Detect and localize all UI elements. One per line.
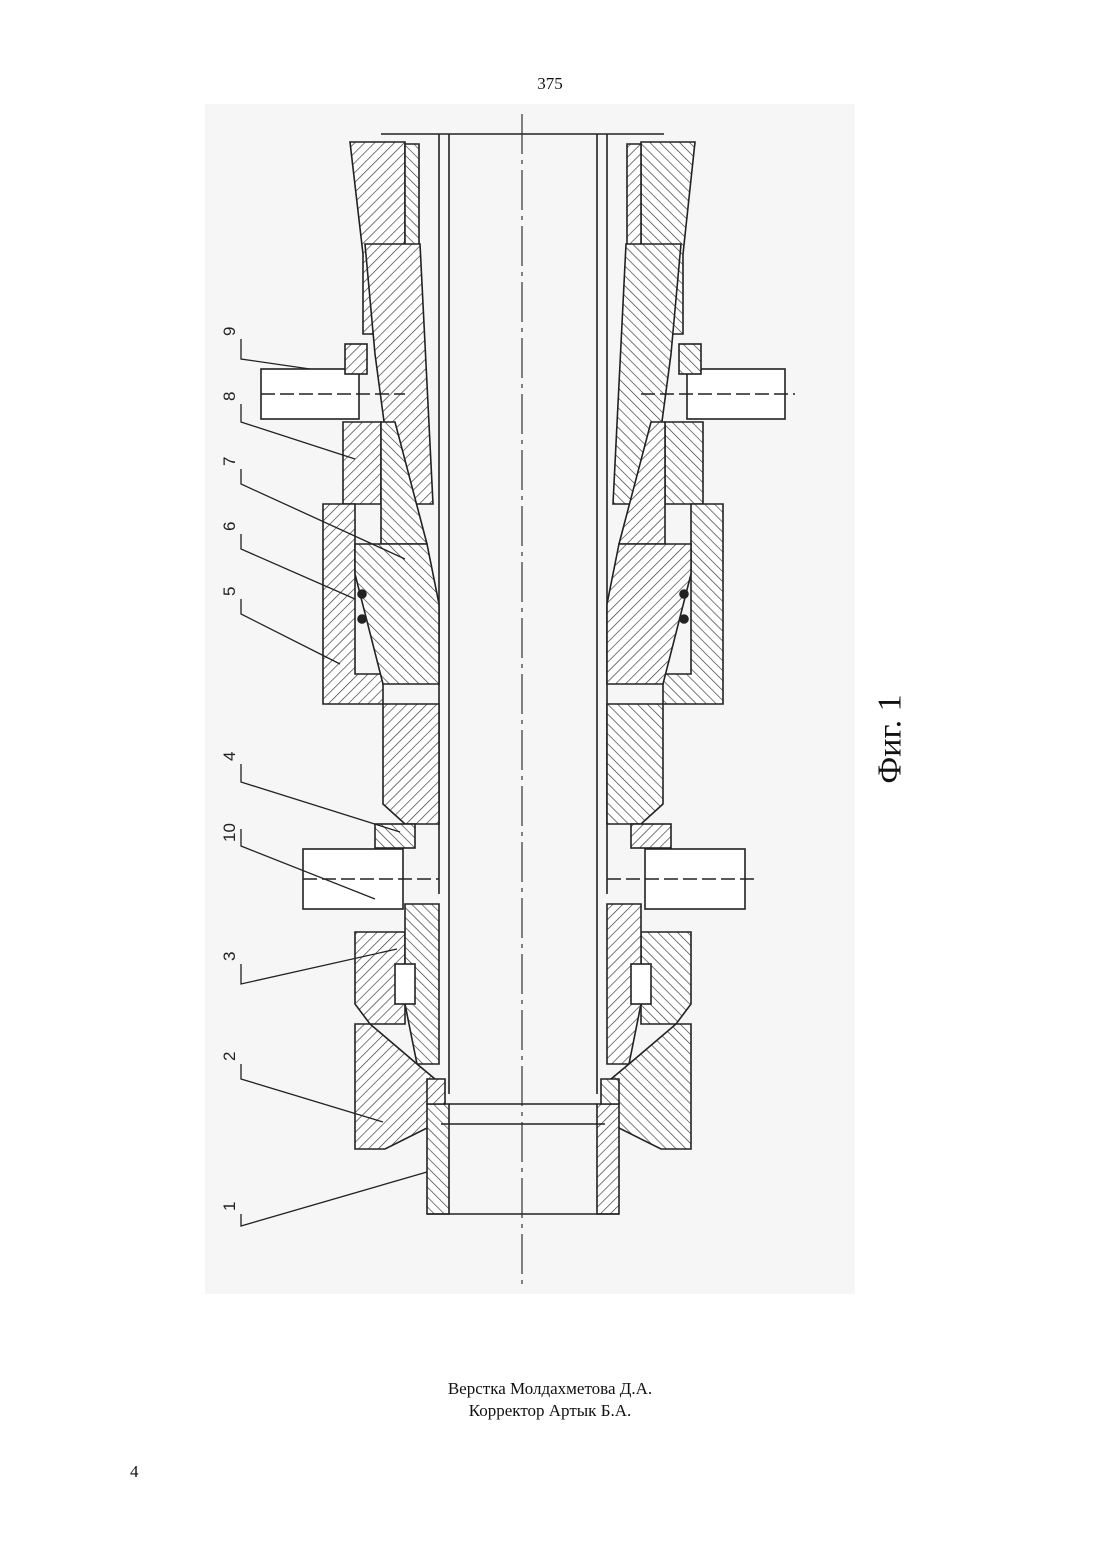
corrector-credit: Корректор Артык Б.А.	[0, 1400, 1100, 1422]
part-label: 6	[220, 522, 239, 531]
technical-drawing: 9 8 7 6 5 4 10 3 2 1	[205, 104, 855, 1294]
header-page-number: 375	[0, 74, 1100, 94]
part-label: 3	[220, 952, 239, 961]
layout-credit: Верстка Молдахметова Д.А.	[0, 1378, 1100, 1400]
part-label: 2	[220, 1052, 239, 1061]
figure-caption: Фиг. 1	[872, 694, 910, 783]
credits: Верстка Молдахметова Д.А. Корректор Арты…	[0, 1378, 1100, 1422]
part-label: 9	[220, 327, 239, 336]
part-label: 8	[220, 392, 239, 401]
part-label: 7	[220, 457, 239, 466]
footer-page-number: 4	[130, 1462, 139, 1482]
part-label: 5	[220, 587, 239, 596]
part-label: 4	[220, 752, 239, 761]
drawing-background	[205, 104, 855, 1294]
part-label: 10	[220, 823, 239, 842]
part-label: 1	[220, 1202, 239, 1211]
